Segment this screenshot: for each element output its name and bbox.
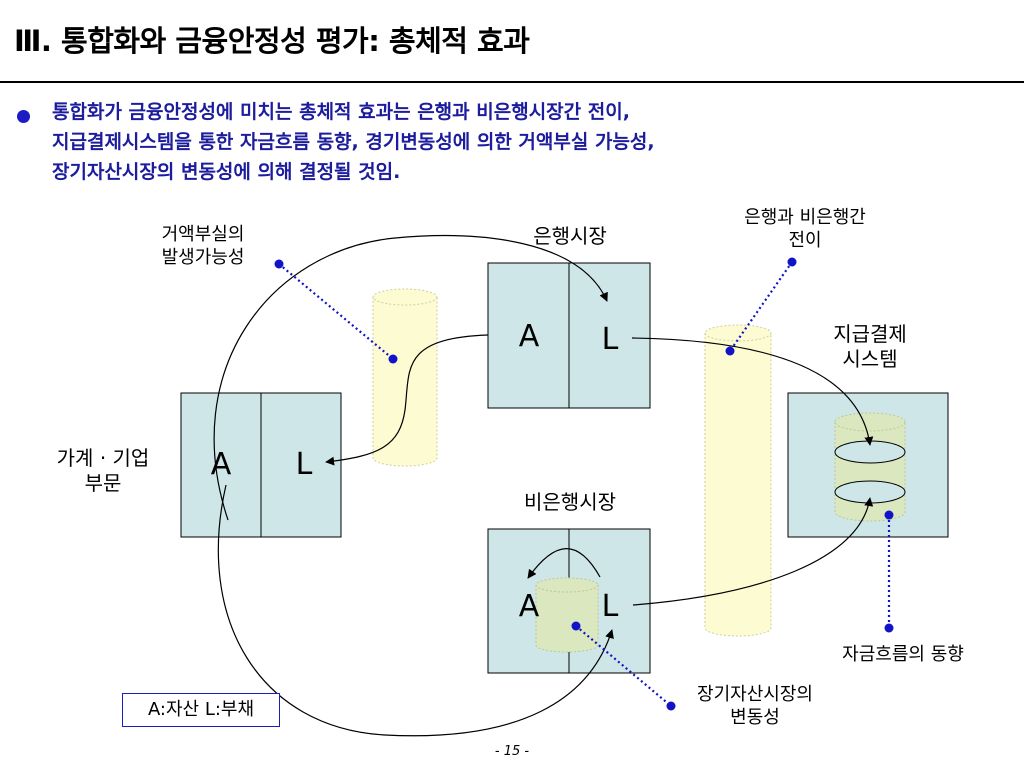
arrow-nonbank-l-to-payment: [632, 497, 874, 606]
bank-liability-letter: L: [601, 322, 619, 357]
household-liability-letter: L: [295, 447, 313, 482]
bad-loan-label: 거액부실의 발생가능성: [128, 223, 278, 269]
arrow-household-to-bank-l: [213, 235, 608, 521]
bank-balance-box: [487, 262, 651, 409]
pointer-dot: [571, 621, 581, 631]
pointer-spillover: [729, 261, 793, 352]
household-asset-letter: A: [210, 447, 232, 482]
long-term-label-line: 변동성: [730, 707, 780, 728]
pointer-dot: [388, 354, 398, 364]
risk-cylinder-right: [704, 324, 772, 637]
pointer-dot: [274, 259, 284, 269]
pointer-dot: [787, 257, 797, 267]
bullet-line: 장기자산시장의 변동성에 의해 결정될 것임.: [52, 161, 401, 183]
payment-label-line: 지급결제: [833, 322, 907, 346]
household-label-line: 부문: [84, 471, 122, 495]
spillover-label-line: 전이: [788, 230, 822, 251]
fund-flow-label: 자금흐름의 동향: [842, 644, 964, 665]
bullet-icon: [17, 110, 30, 123]
page-number: - 15 -: [494, 744, 530, 759]
arrow-nonbank-l-to-a: [527, 548, 601, 579]
spillover-label: 은행과 비은행간 전이: [705, 206, 905, 252]
bank-market-label: 은행시장: [533, 224, 607, 248]
payment-system-label: 지급결제 시스템: [790, 322, 950, 372]
nonbank-market-label: 비은행시장: [524, 490, 616, 514]
slide-title: Ⅲ. 통합화와 금융안정성 평가: 총체적 효과: [14, 24, 530, 58]
pointer-dot: [666, 701, 676, 711]
arrow-bank-l-to-payment: [631, 337, 874, 446]
arrow-household-to-nonbank-l: [217, 484, 614, 737]
bad-loan-label-line: 거액부실의: [161, 224, 245, 245]
household-label-line: 가계 · 기업: [56, 446, 150, 470]
household-label: 가계 · 기업 부문: [28, 446, 178, 496]
bullet-line: 통합화가 금융안정성에 미치는 총체적 효과는 은행과 비은행시장간 전이,: [52, 101, 630, 123]
bullet-line: 지급결제시스템을 통한 자금흐름 동향, 경기변동성에 의한 거액부실 가능성,: [52, 131, 655, 153]
payment-label-line: 시스템: [842, 347, 898, 371]
bullet-text: 통합화가 금융안정성에 미치는 총체적 효과는 은행과 비은행시장간 전이, 지…: [52, 97, 952, 187]
payment-system-box: [787, 392, 949, 538]
nonbank-asset-letter: A: [518, 589, 540, 624]
pointer-dot: [884, 510, 894, 520]
nonbank-liability-letter: L: [601, 589, 619, 624]
spillover-label-line: 은행과 비은행간: [744, 207, 866, 228]
risk-cylinder-left: [372, 288, 438, 467]
arrow-bank-a-to-household-l: [325, 334, 489, 466]
pointer-long-term: [575, 625, 672, 707]
pointer-dot: [725, 346, 735, 356]
pointer-dot: [884, 623, 894, 633]
long-term-market-label: 장기자산시장의 변동성: [665, 683, 845, 729]
nonbank-balance-box: [487, 528, 651, 674]
title-divider: [0, 81, 1024, 83]
bad-loan-label-line: 발생가능성: [161, 247, 245, 268]
household-balance-box: [180, 392, 342, 538]
legend-box: A:자산 L:부채: [122, 693, 280, 727]
long-term-label-line: 장기자산시장의: [697, 684, 813, 705]
bank-asset-letter: A: [518, 319, 540, 354]
